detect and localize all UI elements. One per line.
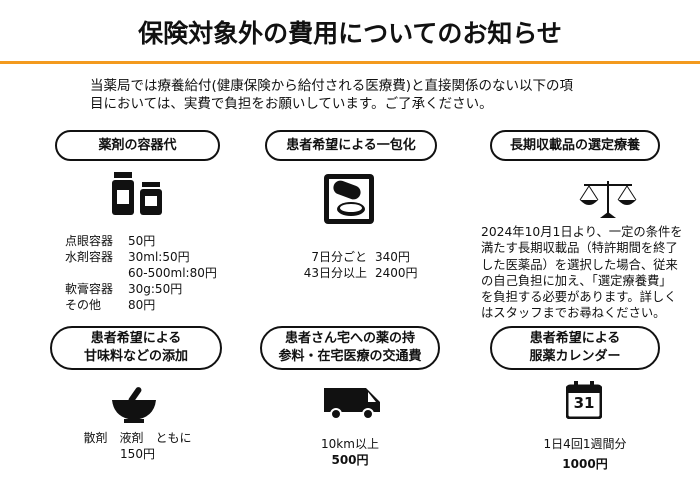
text-line: を負担する必要があります。詳しく (481, 290, 677, 305)
item-name: 7日分ごと (311, 250, 367, 264)
item-name: 軟膏容器 (65, 282, 114, 296)
text-line: 散剤 液剤 ともに (83, 431, 192, 445)
item-price: 80円 (128, 298, 156, 312)
text-line: の自己負担に加え、「選定療養費」 (481, 273, 672, 288)
section-label-home-delivery: 患者さん宅への薬の持 参料・在宅医療の交通費 (260, 326, 440, 370)
text-line: 2024年10月1日より、一定の条件を (481, 225, 683, 239)
label-line: 甘味料などの添加 (83, 349, 188, 364)
home-delivery-price: 10km以上 500円 (300, 436, 400, 468)
text-line: 10km以上 (321, 437, 379, 451)
section-label-selective-care: 長期収載品の選定療養 (490, 130, 660, 161)
section-label-sweetener: 患者希望による 甘味料などの添加 (50, 326, 222, 370)
section-label-unit-dose: 患者希望による一包化 (265, 130, 437, 161)
pill-package-icon (324, 174, 374, 224)
section-label-medication-calendar: 患者希望による 服薬カレンダー (490, 326, 660, 370)
item-name: 43日分以上 (303, 266, 367, 280)
item-price: 2400円 (375, 266, 418, 280)
text-line: した医薬品）を選択した場合、従来 (481, 257, 678, 272)
container-fee-table: 点眼容器 50円 水剤容器 30ml:50円 60-500ml:80円 軟膏容器 30… (65, 233, 217, 313)
sweetener-price: 散剤 液剤 ともに 150円 (75, 430, 200, 462)
label-line: 患者さん宅への薬の持 (284, 331, 415, 346)
item-price: 30ml:50円 (128, 250, 190, 264)
selective-care-text: 2024年10月1日より、一定の条件を 満たす長期収載品（特許期間を終了 した医… (481, 224, 683, 322)
item-price: 340円 (375, 250, 410, 264)
text-line: 満たす長期収載品（特許期間を終了 (481, 241, 678, 256)
item-price: 60-500ml:80円 (128, 266, 217, 280)
item-name: 水剤容器 (65, 250, 114, 264)
mortar-pestle-icon (112, 387, 156, 423)
label-line: 参料・在宅医療の交通費 (278, 349, 422, 364)
calendar-day: 31 (573, 394, 595, 412)
unit-dose-table: 7日分ごと 340円 43日分以上 2400円 (292, 249, 418, 281)
text-line: 1日4回1週間分 (543, 437, 627, 451)
intro-text: 当薬局では療養給付(健康保険から給付される医療費)と直接関係のない以下の項 目に… (90, 77, 650, 113)
item-name: 点眼容器 (65, 234, 114, 248)
divider (0, 61, 700, 64)
intro-line: 当薬局では療養給付(健康保険から給付される医療費)と直接関係のない以下の項 (90, 78, 574, 94)
calendar-icon: 31 (566, 381, 602, 419)
label-line: 服薬カレンダー (529, 349, 621, 364)
label-line: 患者希望による (529, 331, 621, 346)
balance-scale-icon (579, 181, 637, 218)
page-title: 保険対象外の費用についてのお知らせ (138, 19, 562, 48)
text-line: 150円 (120, 447, 155, 461)
text-line: 1000円 (562, 457, 608, 471)
label-line: 患者希望による (90, 331, 182, 346)
item-name: その他 (65, 298, 102, 312)
text-line: 500円 (331, 453, 369, 467)
calendar-price: 1日4回1週間分 1000円 (530, 434, 640, 474)
section-label-container-fee: 薬剤の容器代 (55, 130, 220, 161)
delivery-van-icon (324, 388, 380, 420)
intro-line: 目においては、実費で負担をお願いしています。ご了承ください。 (90, 96, 493, 112)
item-price: 30g:50円 (128, 282, 183, 296)
text-line: はスタッフまでお尋ねください。 (481, 306, 666, 321)
item-price: 50円 (128, 234, 156, 248)
medicine-bottles-icon (112, 172, 162, 215)
